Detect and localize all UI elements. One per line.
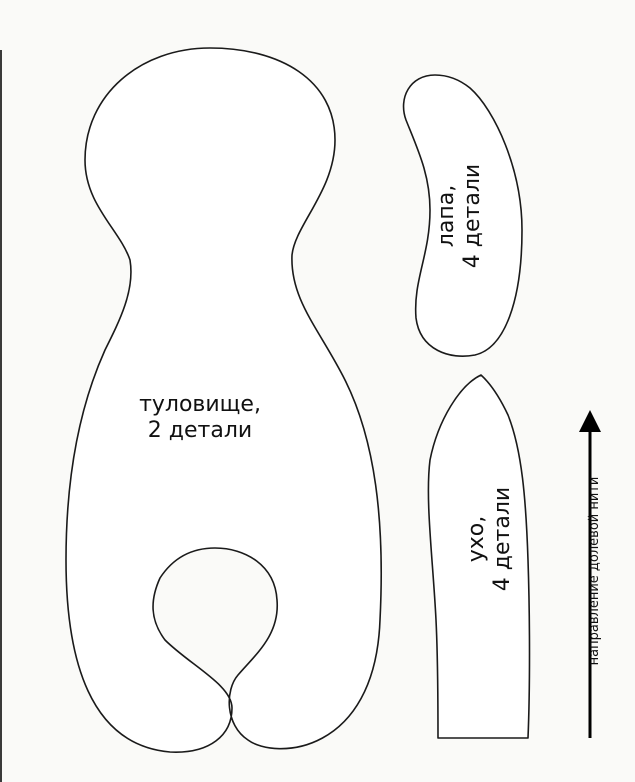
body-piece-count: 2 детали	[147, 418, 253, 443]
ear-piece-count: 4 детали	[490, 486, 515, 592]
sheet-edge-line	[0, 50, 2, 782]
paw-piece-outline	[402, 74, 523, 357]
arrow-up-icon	[579, 410, 601, 432]
body-piece-label: туловище, 2 детали	[110, 392, 290, 444]
ear-piece-name: ухо,	[464, 515, 489, 563]
grain-direction-label: направление долевой нити	[587, 476, 602, 666]
paw-piece-count: 4 детали	[460, 163, 485, 269]
body-piece-name: туловище,	[139, 392, 261, 417]
grain-direction-arrow	[579, 410, 601, 738]
ear-piece-label: ухо, 4 детали	[464, 469, 516, 609]
ear-piece-outline	[427, 374, 531, 739]
paw-piece-label: лапа, 4 детали	[434, 151, 486, 281]
body-piece-outline	[65, 47, 382, 753]
paw-piece-name: лапа,	[434, 184, 459, 248]
